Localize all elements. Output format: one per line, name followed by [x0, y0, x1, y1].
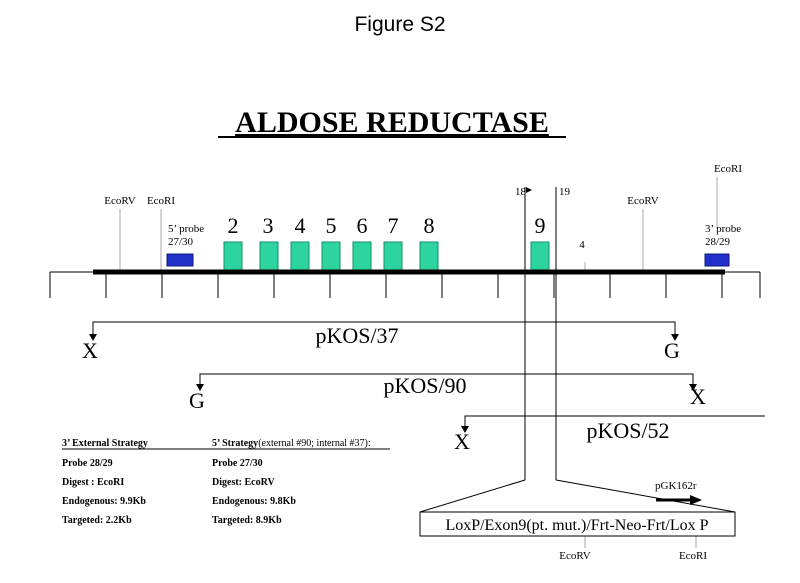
zoom-line-left — [419, 479, 526, 513]
pkos90-right-site: X — [690, 384, 706, 409]
ecorv-left-label: EcoRV — [104, 195, 136, 207]
small-label-4: 4 — [579, 239, 585, 251]
strategy5-heading-note: (external #90; internal #37): — [258, 438, 370, 449]
strategy5-targeted: Targeted: 8.9Kb — [212, 515, 282, 526]
exon-label: 8 — [424, 213, 435, 238]
pkos52-label: pKOS/52 — [586, 418, 669, 443]
exon-boxes — [223, 241, 550, 272]
probe3-label-line2: 28/29 — [705, 236, 731, 248]
cassette-box — [419, 511, 736, 537]
pkos90-left-site: G — [189, 388, 205, 413]
exon-box — [223, 241, 243, 272]
strategy3-targeted: Targeted: 2.2Kb — [62, 515, 132, 526]
ecori-far-right-label: EcoRI — [714, 163, 742, 175]
figure-label: Figure S2 — [354, 13, 445, 36]
exon-box — [321, 241, 341, 272]
probe3-label-line1: 3’ probe — [705, 223, 741, 235]
construct-pkos90 — [196, 373, 697, 391]
construct-pkos37 — [89, 321, 679, 341]
exon-box — [383, 241, 403, 272]
ecorv-bottom-label: EcoRV — [559, 550, 591, 562]
strategy5-probe: Probe 27/30 — [212, 458, 263, 469]
strategy5-digest: Digest: EcoRV — [212, 477, 275, 488]
zoom-line-right — [555, 479, 736, 513]
primer-18-label: 18 — [515, 186, 527, 198]
primer-19-label: 19 — [559, 186, 571, 198]
exon-label: 6 — [357, 213, 368, 238]
probe3-box — [704, 253, 730, 267]
exon-box — [259, 241, 279, 272]
strategy3-digest: Digest : EcoRI — [62, 477, 124, 488]
strategy3-endogenous: Endogenous: 9.9Kb — [62, 496, 146, 507]
probe5-label-line1: 5’ probe — [168, 223, 204, 235]
exon-box — [352, 241, 372, 272]
pgk-arrow-icon — [690, 495, 702, 505]
cassette-label: LoxP/Exon9(pt. mut.)/Frt-Neo-Frt/Lox P — [445, 517, 708, 534]
pkos90-label: pKOS/90 — [383, 373, 466, 398]
pkos37-left-site: X — [82, 338, 98, 363]
exon-label: 5 — [326, 213, 337, 238]
exon-label: 9 — [535, 213, 546, 238]
ecorv-right-label: EcoRV — [627, 195, 659, 207]
exon-box — [290, 241, 310, 272]
exon-label: 2 — [228, 213, 239, 238]
diagram-title: ALDOSE REDUCTASE — [235, 106, 549, 139]
pkos37-label: pKOS/37 — [315, 323, 398, 348]
scale-ruler — [49, 271, 761, 298]
pgk-label: pGK162r — [655, 480, 697, 492]
exon-label: 7 — [388, 213, 399, 238]
exon-box — [530, 241, 550, 272]
primer-18-arrow-icon — [526, 187, 532, 193]
probe5-box — [166, 253, 194, 267]
construct-pkos52 — [461, 415, 765, 433]
strategy3-heading: 3’ External Strategy — [62, 438, 148, 449]
strategy5-heading-main: 5’ Strategy — [212, 438, 258, 449]
pkos52-left-site: X — [454, 429, 470, 454]
exon-label: 4 — [295, 213, 306, 238]
exon-label: 3 — [263, 213, 274, 238]
exon-box — [419, 241, 439, 272]
ecori-bottom-label: EcoRI — [679, 550, 707, 562]
strategy5-endogenous: Endogenous: 9.8Kb — [212, 496, 296, 507]
strategy5-heading: 5’ Strategy(external #90; internal #37): — [212, 438, 371, 449]
ecori-left-label: EcoRI — [147, 195, 175, 207]
pkos37-right-site: G — [664, 338, 680, 363]
strategy3-probe: Probe 28/29 — [62, 458, 113, 469]
probe5-label-line2: 27/30 — [168, 236, 194, 248]
